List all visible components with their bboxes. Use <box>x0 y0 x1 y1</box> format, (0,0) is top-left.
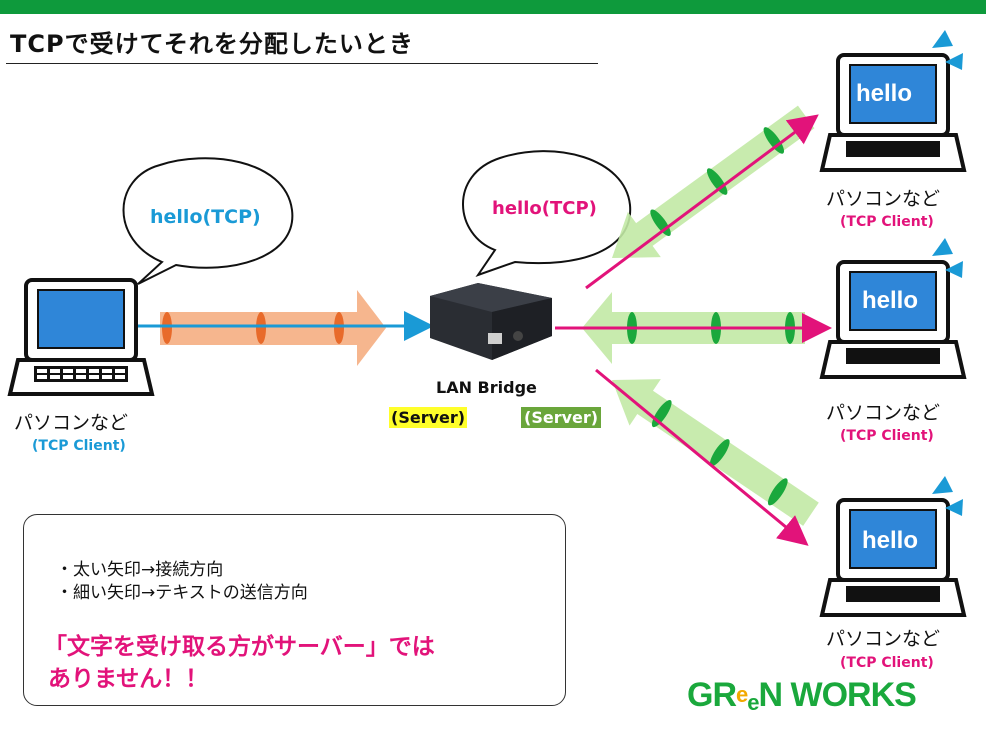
left-pc-label: パソコンなど <box>14 412 129 434</box>
server-label-right: (Server) <box>521 407 602 428</box>
center-speech-bubble <box>462 150 632 277</box>
right-pc-2-screen-text: hello <box>862 287 919 314</box>
top-green-bar <box>0 0 986 14</box>
green-connection-arrow-top <box>612 105 815 258</box>
left-bubble-text: hello(TCP) <box>150 206 261 228</box>
note-box: ・太い矢印→接続方向 ・細い矢印→テキストの送信方向 「文字を受け取る方がサーバ… <box>23 514 566 706</box>
right-laptop-3 <box>819 476 967 617</box>
left-speech-bubble <box>122 157 294 285</box>
green-works-logo: GReeN WORKS <box>687 676 917 715</box>
right-pc-1-screen-text: hello <box>856 80 913 107</box>
right-pc-1-label: パソコンなど <box>826 188 941 210</box>
right-laptop-2 <box>819 238 967 379</box>
right-pc-2-label: パソコンなど <box>826 402 941 424</box>
logo-text-nworks: N WORKS <box>758 676 917 714</box>
logo-text-gr: GR <box>687 676 737 714</box>
center-bubble-text: hello(TCP) <box>492 198 597 219</box>
right-pc-1-sublabel: (TCP Client) <box>840 214 934 230</box>
right-laptop-1 <box>819 30 967 172</box>
server-label-left: (Server) <box>389 407 468 428</box>
right-pc-3-screen-text: hello <box>862 527 919 554</box>
left-pc-sublabel: (TCP Client) <box>32 438 126 454</box>
right-pc-2-sublabel: (TCP Client) <box>840 428 934 444</box>
note-emphasis-1: 「文字を受け取る方がサーバー」では <box>44 634 435 660</box>
title-underline <box>6 63 598 64</box>
pink-send-arrow-top <box>585 114 819 290</box>
orange-connection-arrow <box>160 290 386 366</box>
pink-send-arrow-bottom <box>595 368 809 546</box>
left-laptop <box>7 278 155 396</box>
green-connection-arrow-bottom <box>612 379 819 526</box>
logo-text-e2: e <box>747 690 759 715</box>
lan-bridge-label: LAN Bridge <box>436 378 537 397</box>
lan-bridge-device <box>430 283 552 360</box>
right-pc-3-label: パソコンなど <box>826 628 941 650</box>
page-title: TCPで受けてそれを分配したいとき <box>10 30 414 58</box>
note-emphasis-2: ありません！！ <box>48 666 209 692</box>
note-line-1: ・太い矢印→接続方向 <box>56 560 224 580</box>
logo-text-e1: e <box>736 682 748 707</box>
right-pc-3-sublabel: (TCP Client) <box>840 655 934 671</box>
note-line-2: ・細い矢印→テキストの送信方向 <box>56 583 308 603</box>
